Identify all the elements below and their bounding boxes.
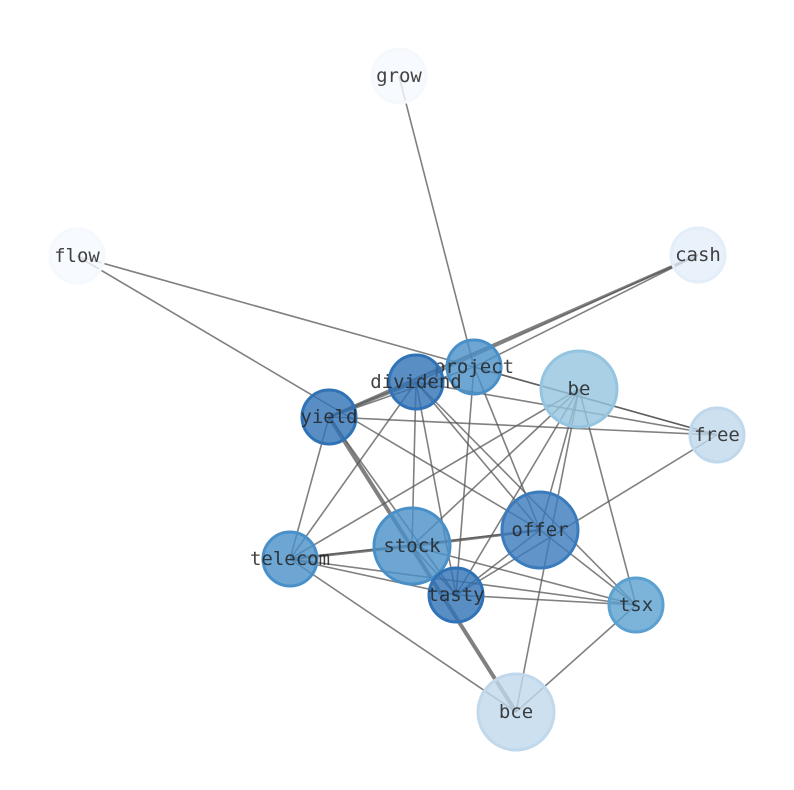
node-label: stock xyxy=(383,535,441,557)
edge-dividend-telecom xyxy=(289,381,417,560)
edge-tasty-tsx xyxy=(455,594,637,606)
edge-telecom-bce xyxy=(289,558,517,713)
node-offer[interactable]: offer xyxy=(500,490,580,570)
edge-flow-offer xyxy=(76,255,541,531)
node-circle xyxy=(427,566,485,624)
node-circle xyxy=(300,388,358,446)
node-label: yield xyxy=(300,406,357,428)
node-circle xyxy=(539,349,619,429)
node-label: dividend xyxy=(370,371,462,393)
node-circle xyxy=(669,226,727,284)
node-circle xyxy=(607,576,665,634)
node-stock[interactable]: stock xyxy=(372,506,452,586)
edge-be-telecom xyxy=(289,388,580,560)
node-tasty[interactable]: tasty xyxy=(427,566,485,624)
node-circle xyxy=(500,490,580,570)
edge-be-tasty xyxy=(455,388,580,596)
node-circle xyxy=(688,406,746,464)
node-circle xyxy=(476,672,556,752)
node-circle xyxy=(48,227,106,285)
edge-dividend-tasty xyxy=(415,381,457,596)
node-circle xyxy=(370,47,428,105)
node-label: grow xyxy=(376,65,422,87)
edge-free-tasty xyxy=(455,434,718,596)
node-circle xyxy=(445,338,503,396)
edge-grow-project xyxy=(398,75,475,368)
node-label: flow xyxy=(54,245,100,267)
node-flow[interactable]: flow xyxy=(48,227,106,285)
edge-cash-project xyxy=(473,254,699,368)
node-dividend[interactable]: dividend xyxy=(370,353,462,411)
node-circle xyxy=(387,353,445,411)
node-bce[interactable]: bce xyxy=(476,672,556,752)
node-label: project xyxy=(434,356,514,378)
edge-project-tasty xyxy=(455,366,475,596)
node-free[interactable]: free xyxy=(688,406,746,464)
node-grow[interactable]: grow xyxy=(370,47,428,105)
node-label: tasty xyxy=(427,584,484,606)
node-circle xyxy=(261,530,319,588)
node-tsx[interactable]: tsx xyxy=(607,576,665,634)
node-yield[interactable]: yield xyxy=(300,388,358,446)
node-telecom[interactable]: telecom xyxy=(250,530,330,588)
node-label: free xyxy=(694,424,740,446)
node-label: offer xyxy=(511,519,568,541)
node-label: tsx xyxy=(619,594,653,616)
node-label: be xyxy=(568,378,591,400)
node-circle xyxy=(372,506,452,586)
node-be[interactable]: be xyxy=(539,349,619,429)
node-label: bce xyxy=(499,701,533,723)
edge-yield-free xyxy=(328,416,718,436)
node-label: telecom xyxy=(250,548,330,570)
node-label: cash xyxy=(675,244,721,266)
node-cash[interactable]: cash xyxy=(669,226,727,284)
node-project[interactable]: project xyxy=(434,338,514,396)
